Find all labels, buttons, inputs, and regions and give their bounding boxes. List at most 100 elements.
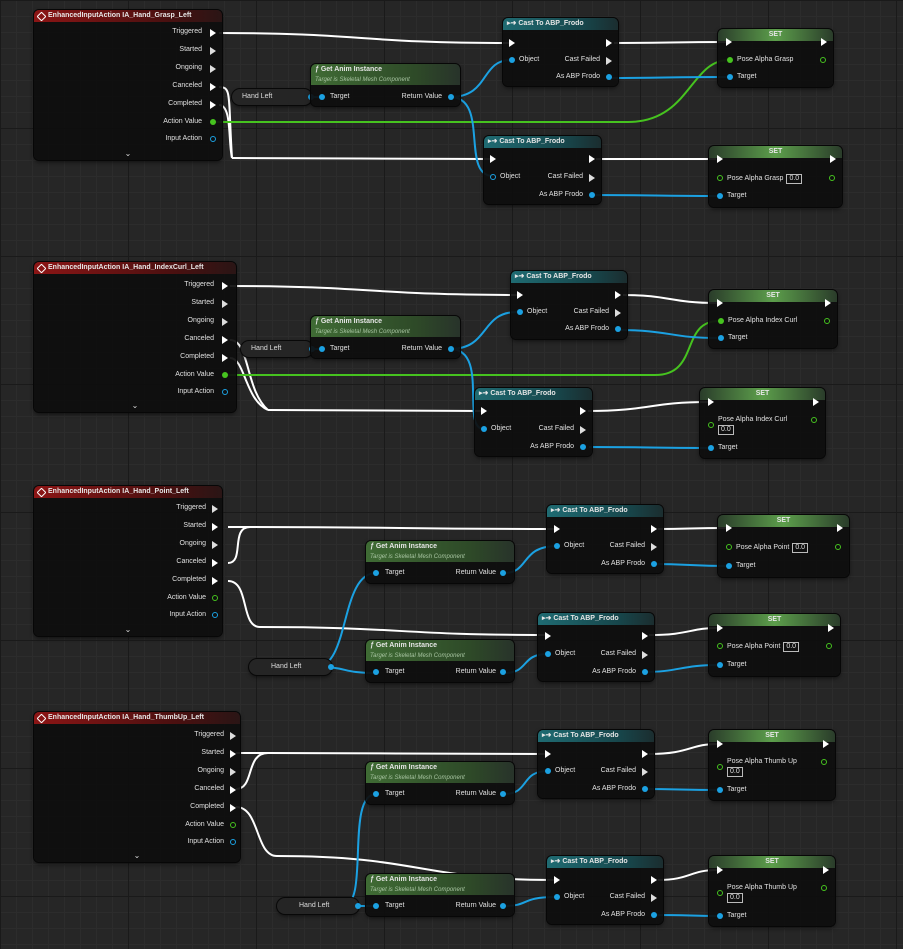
hand-left-var-thumbup[interactable]: Hand Left [277,898,361,914]
pose-value-field[interactable]: 0.0 [792,543,809,553]
as-abp-frodo-pin[interactable] [606,74,612,80]
pose-value-pin[interactable] [717,643,723,649]
ongoing-exec-pin[interactable] [222,318,228,326]
completed-exec-pin[interactable] [222,354,228,362]
pose-value-field[interactable]: 0.0 [727,893,743,903]
set-node-grasp-1[interactable]: SET Pose Alpha Grasp Target [718,29,833,87]
target-in-pin[interactable] [373,903,379,909]
set-exec-out[interactable] [823,866,829,874]
object-pin[interactable] [509,57,515,63]
cast-failed-pin[interactable] [651,543,657,551]
started-exec-pin[interactable] [210,47,216,55]
input-action-pin[interactable] [230,839,236,845]
canceled-exec-pin[interactable] [210,83,216,91]
cast-exec-in[interactable] [554,525,560,533]
cast-exec-in[interactable] [509,39,515,47]
as-abp-frodo-pin[interactable] [642,669,648,675]
set-exec-out[interactable] [830,155,836,163]
pose-out-pin[interactable] [826,643,832,649]
set-target-pin[interactable] [717,662,723,668]
ongoing-exec-pin[interactable] [230,768,236,776]
pose-out-pin[interactable] [820,57,826,63]
object-pin[interactable] [517,309,523,315]
event-node-indexcurl[interactable]: EnhancedInputAction IA_Hand_IndexCurl_Le… [34,262,236,412]
pose-value-field[interactable]: 0.0 [783,642,800,652]
pose-out-pin[interactable] [824,318,830,324]
target-in-pin[interactable] [373,791,379,797]
expand-icon[interactable]: ⌄ [133,851,141,860]
ongoing-exec-pin[interactable] [210,65,216,73]
set-target-pin[interactable] [718,335,724,341]
set-target-pin[interactable] [727,74,733,80]
target-in-pin[interactable] [319,94,325,100]
event-node-thumbup[interactable]: EnhancedInputAction IA_Hand_ThumbUp_Left… [34,712,240,862]
as-abp-frodo-pin[interactable] [642,786,648,792]
set-node-indexcurl-1[interactable]: SET Pose Alpha Index Curl Target [709,290,837,348]
expand-icon[interactable]: ⌄ [124,625,132,634]
set-target-pin[interactable] [717,913,723,919]
action-value-pin[interactable] [210,119,216,125]
cast-exec-out[interactable] [589,155,595,163]
cast-node-indexcurl-1[interactable]: ▸➜ Cast To ABP_Frodo Object Cast Failed … [511,271,627,339]
pose-value-pin[interactable] [717,890,723,896]
as-abp-frodo-pin[interactable] [651,912,657,918]
pose-out-pin[interactable] [821,885,827,891]
set-exec-in[interactable] [717,740,723,748]
cast-failed-pin[interactable] [615,309,621,317]
pose-out-pin[interactable] [835,544,841,550]
as-abp-frodo-pin[interactable] [651,561,657,567]
set-exec-out[interactable] [825,299,831,307]
hand-left-out-pin[interactable] [328,664,334,670]
return-value-pin[interactable] [500,570,506,576]
cast-failed-pin[interactable] [580,426,586,434]
as-abp-frodo-pin[interactable] [615,326,621,332]
hand-left-var-grasp[interactable]: Hand Left [232,89,314,105]
as-abp-frodo-pin[interactable] [580,444,586,450]
started-exec-pin[interactable] [230,750,236,758]
as-abp-frodo-pin[interactable] [589,192,595,198]
pose-value-pin[interactable] [727,57,733,63]
started-exec-pin[interactable] [222,300,228,308]
pose-value-pin[interactable] [717,764,723,770]
pose-value-field[interactable]: 0.0 [786,174,803,184]
cast-node-point-1[interactable]: ▸➜ Cast To ABP_Frodo Object Cast Failed … [547,505,663,573]
set-exec-out[interactable] [837,524,843,532]
cast-node-grasp-1[interactable]: ▸➜ Cast To ABP_Frodo Object Cast Failed … [503,18,618,86]
set-exec-in[interactable] [726,524,732,532]
set-exec-out[interactable] [823,740,829,748]
expand-icon[interactable]: ⌄ [131,401,139,410]
pose-out-pin[interactable] [829,175,835,181]
set-exec-in[interactable] [717,155,723,163]
cast-node-indexcurl-2[interactable]: ▸➜ Cast To ABP_Frodo Object Cast Failed … [475,388,592,456]
return-value-pin[interactable] [448,346,454,352]
input-action-pin[interactable] [212,612,218,618]
cast-exec-out[interactable] [580,407,586,415]
cast-exec-in[interactable] [481,407,487,415]
cast-exec-out[interactable] [651,525,657,533]
canceled-exec-pin[interactable] [212,559,218,567]
object-pin[interactable] [554,543,560,549]
pose-value-pin[interactable] [726,544,732,550]
completed-exec-pin[interactable] [212,577,218,585]
hand-left-var-point[interactable]: Hand Left [249,659,334,675]
set-exec-out[interactable] [828,624,834,632]
event-node-grasp[interactable]: EnhancedInputAction IA_Hand_Grasp_Left T… [34,10,222,160]
set-target-pin[interactable] [708,445,714,451]
cast-node-point-2[interactable]: ▸➜ Cast To ABP_Frodo Object Cast Failed … [538,613,654,681]
triggered-exec-pin[interactable] [212,505,218,513]
set-exec-in[interactable] [717,624,723,632]
return-value-pin[interactable] [500,903,506,909]
target-in-pin[interactable] [373,570,379,576]
completed-exec-pin[interactable] [230,804,236,812]
cast-failed-pin[interactable] [651,894,657,902]
